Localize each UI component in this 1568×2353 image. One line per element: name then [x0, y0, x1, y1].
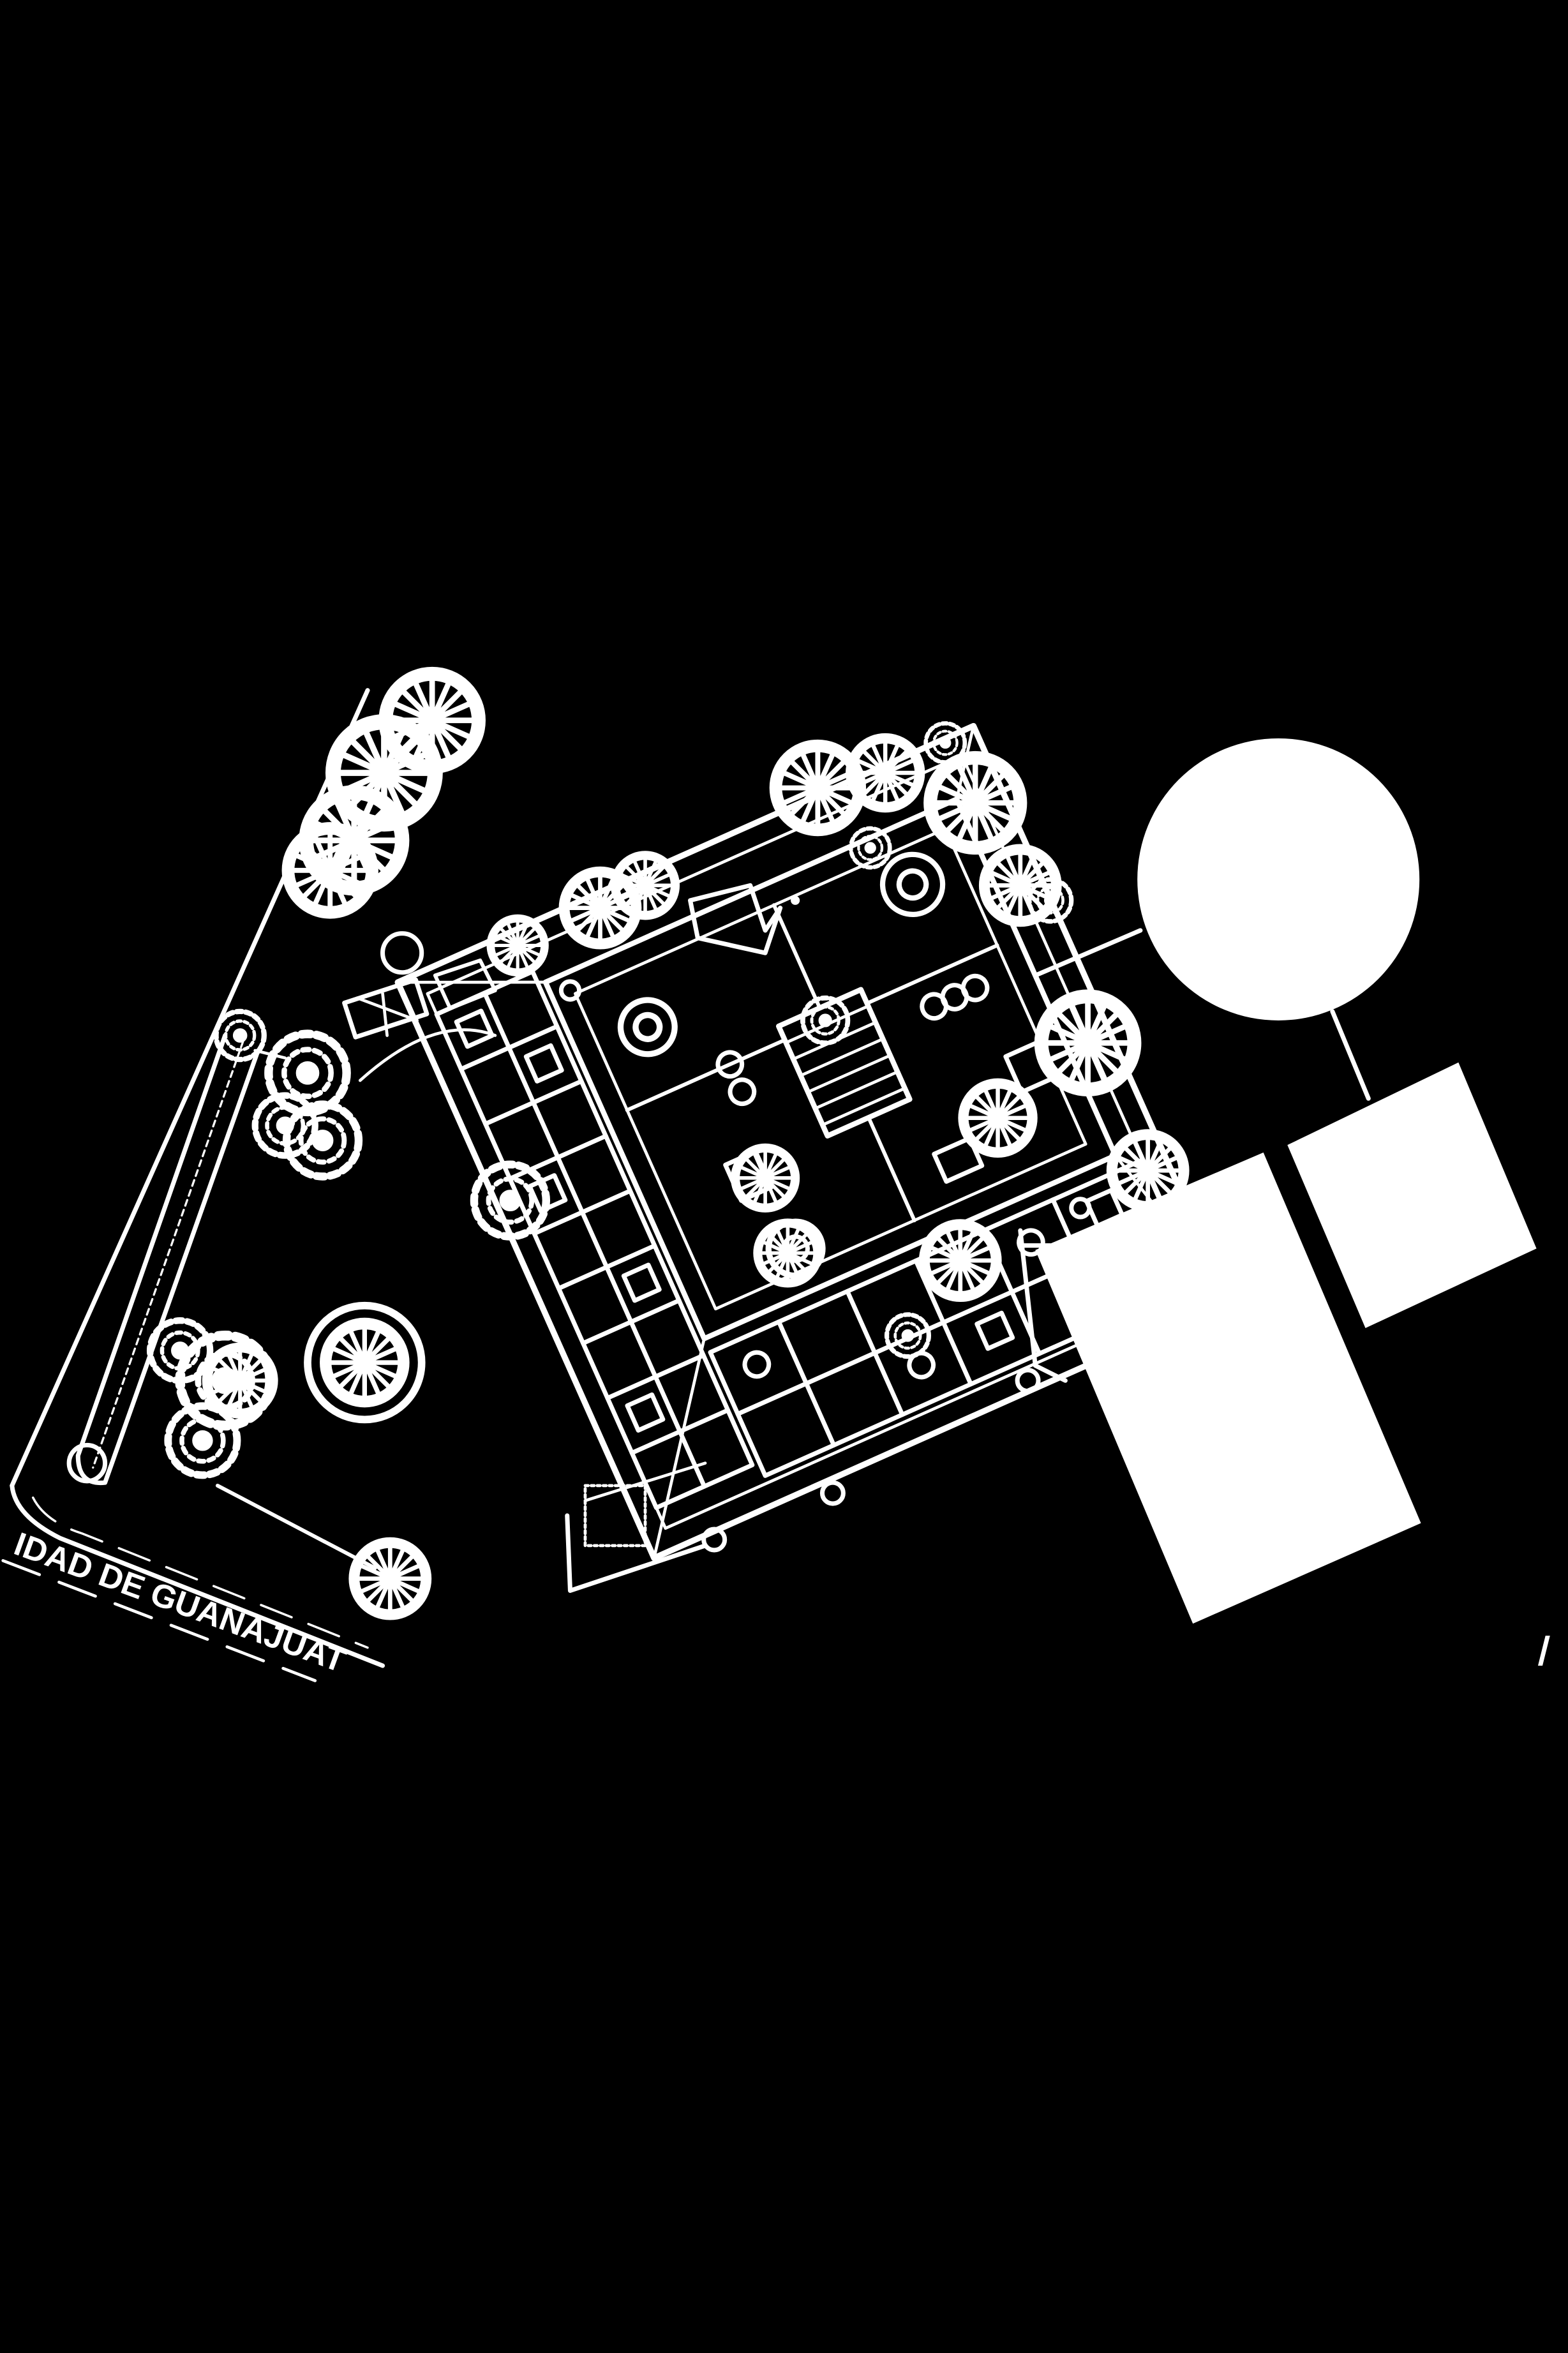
- south-details: [558, 979, 1092, 1593]
- entry-kiosk: [342, 931, 497, 1082]
- connector-circle-to-path: [1033, 928, 1143, 978]
- street-label: IDAD DE GUANAJUAT: [10, 1525, 351, 1679]
- entry-flag: [688, 883, 783, 955]
- connector-blocks: [1261, 1220, 1293, 1233]
- solid-volumes: [1035, 738, 1550, 1666]
- block-east-small: [1287, 1062, 1537, 1328]
- tick-mark: [1537, 1635, 1550, 1666]
- connector-circle-to-block: [1330, 1009, 1371, 1101]
- round-volume: [1137, 738, 1420, 1020]
- block-east-large: [1035, 1152, 1421, 1624]
- tree-southwest: [354, 1543, 426, 1615]
- link-path: [1018, 1228, 1068, 1383]
- tree-cluster-north: [288, 674, 479, 913]
- shrub-cluster-west: [150, 1012, 377, 1571]
- round-planter: [304, 1301, 426, 1424]
- main-building: [394, 722, 1233, 1562]
